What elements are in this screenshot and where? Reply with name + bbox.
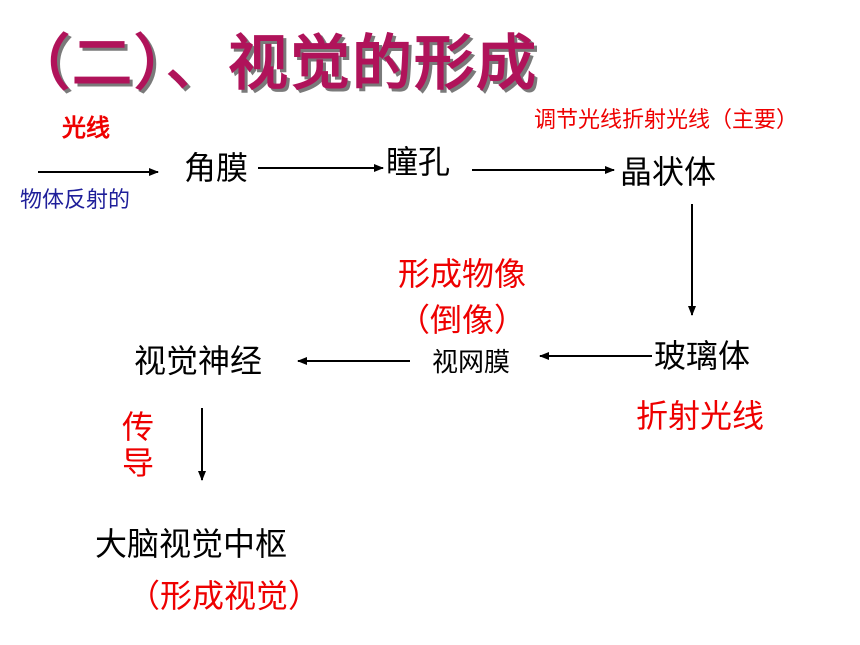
optic-nerve-node: 视觉神经 [134, 342, 263, 380]
adjust-note: 调节光线折射光线（主要） [534, 108, 799, 133]
vitreous-node: 玻璃体 [654, 337, 751, 375]
inverted-image-label: （倒像） [398, 301, 527, 339]
pupil-node: 瞳孔 [386, 143, 451, 181]
visual-center-node: 大脑视觉中枢 [95, 525, 288, 563]
retina-node: 视网膜 [432, 348, 511, 378]
lens-node: 晶状体 [620, 153, 717, 191]
refract-light-label: 折射光线 [636, 397, 765, 435]
conduct-label: 传导 [117, 410, 155, 482]
form-image-label: 形成物像 [398, 255, 527, 293]
object-reflected-label: 物体反射的 [20, 188, 131, 213]
form-vision-label: （形成视觉） [128, 577, 321, 615]
light-label: 光线 [62, 114, 110, 142]
page-title: （二）、视觉的形成 [10, 29, 538, 99]
cornea-node: 角膜 [184, 149, 249, 187]
